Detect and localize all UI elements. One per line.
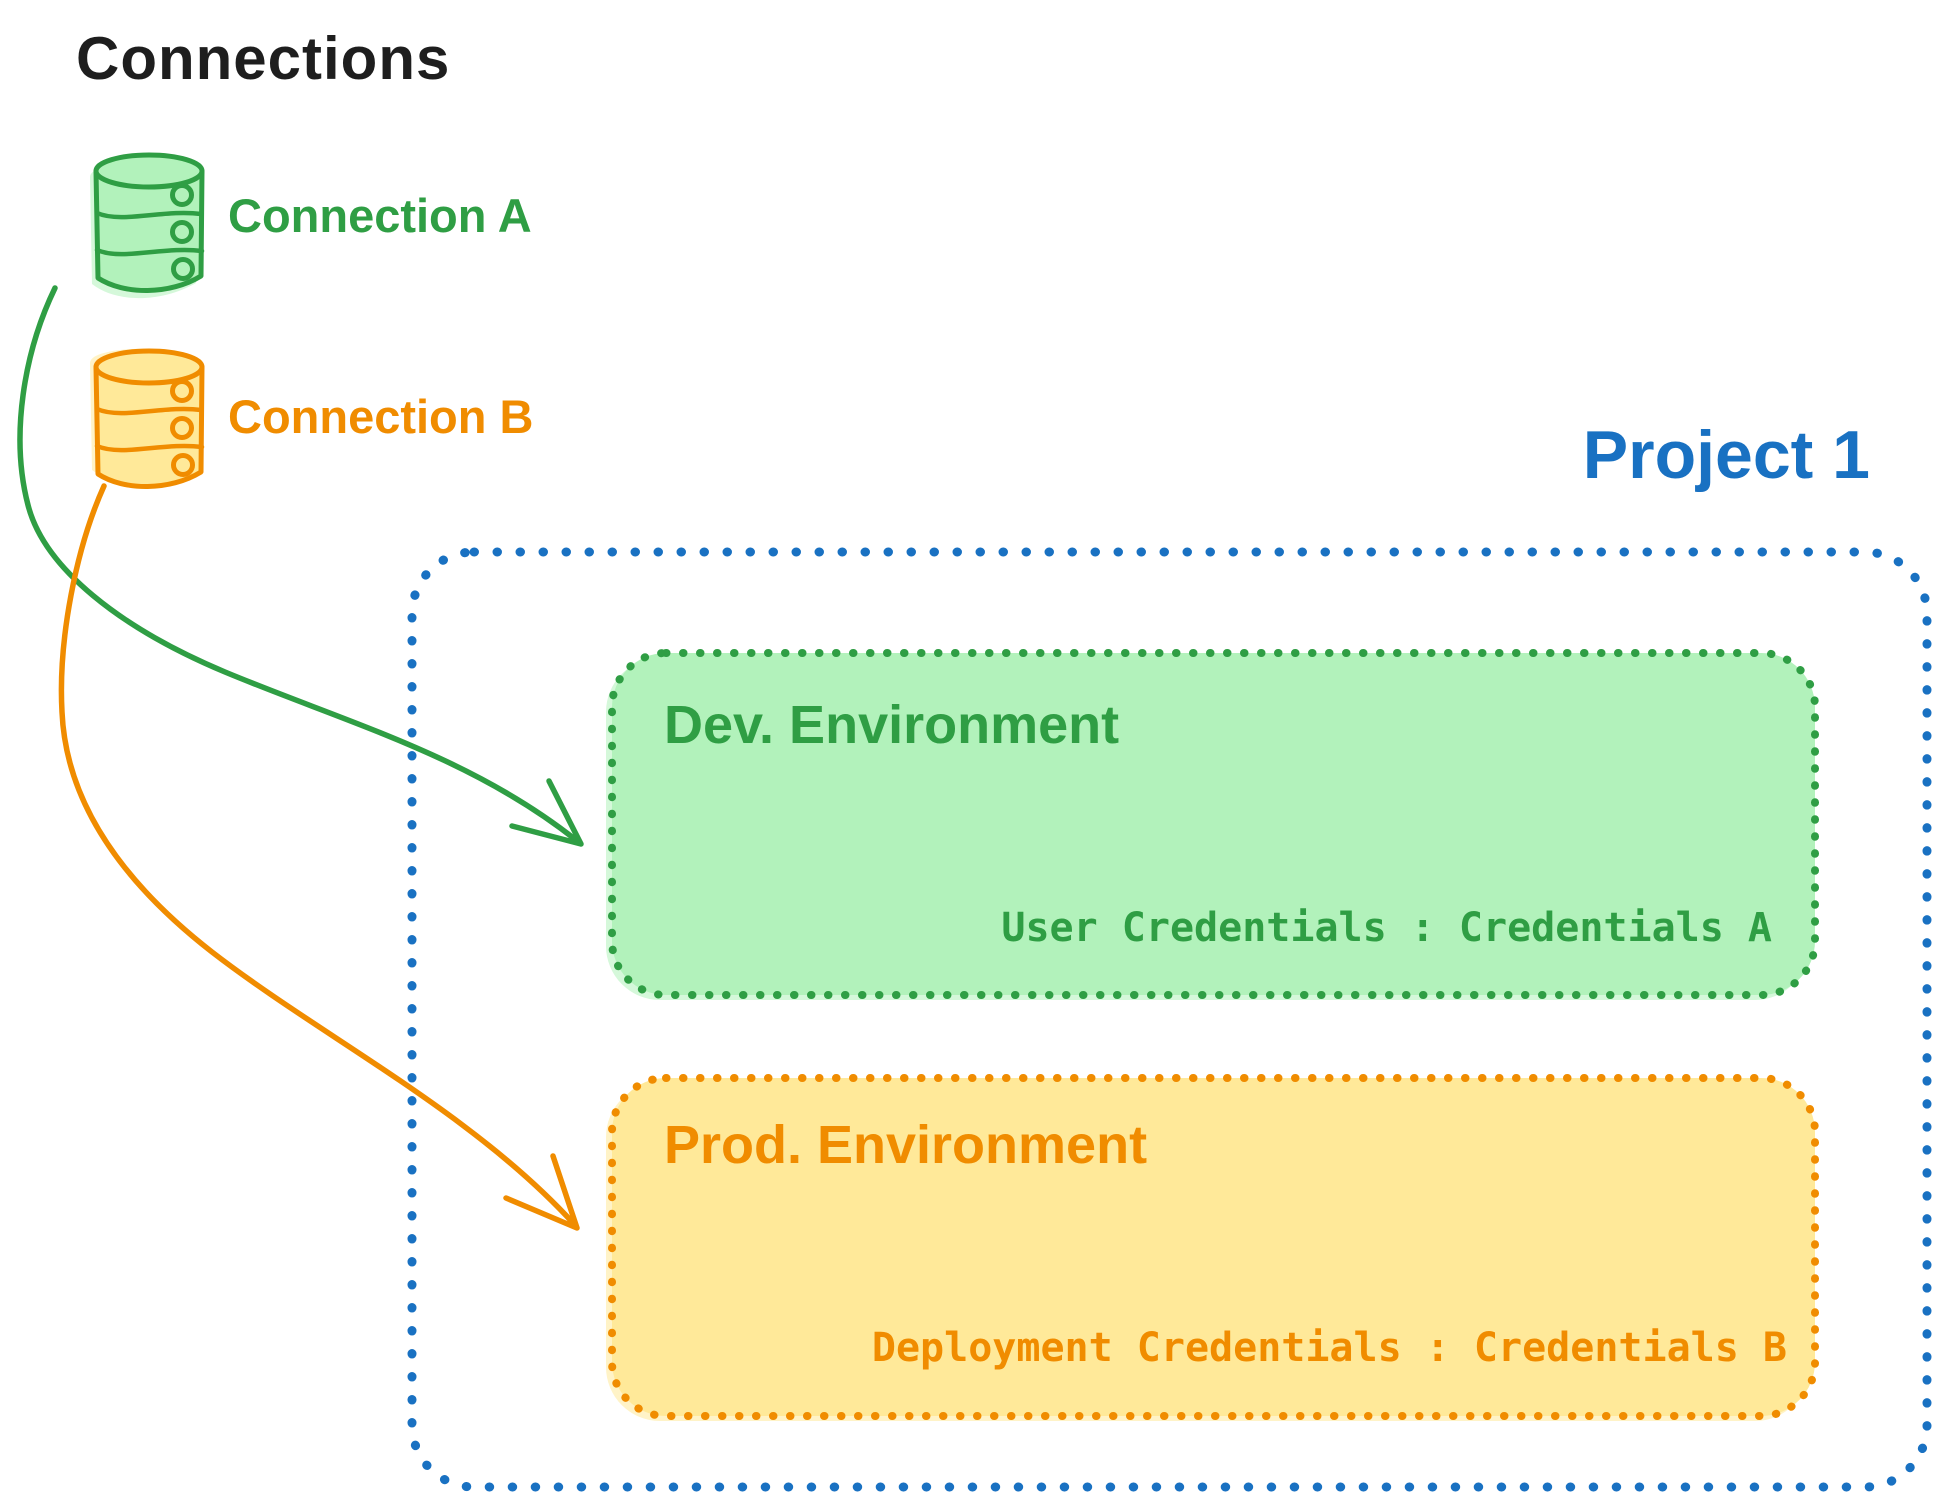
- dev-environment-box: [606, 649, 1819, 1000]
- dev-environment-title: Dev. Environment: [664, 695, 1120, 755]
- dev-credentials-text: User Credentials : Credentials A: [1001, 905, 1772, 951]
- arrow-connection-a-to-dev: [17, 285, 584, 847]
- connections-title: Connections: [76, 25, 451, 92]
- connection-b-label: Connection B: [228, 390, 534, 443]
- project-title: Project 1: [1582, 417, 1870, 493]
- database-icon-connection-b: [90, 348, 205, 489]
- connection-a-label: Connection A: [228, 189, 532, 242]
- arrow-connection-b-to-prod: [58, 483, 580, 1231]
- database-icon-connection-a: [90, 152, 205, 299]
- prod-environment-title: Prod. Environment: [664, 1115, 1148, 1175]
- prod-credentials-text: Deployment Credentials : Credentials B: [871, 1325, 1787, 1371]
- prod-environment-box: [606, 1074, 1819, 1421]
